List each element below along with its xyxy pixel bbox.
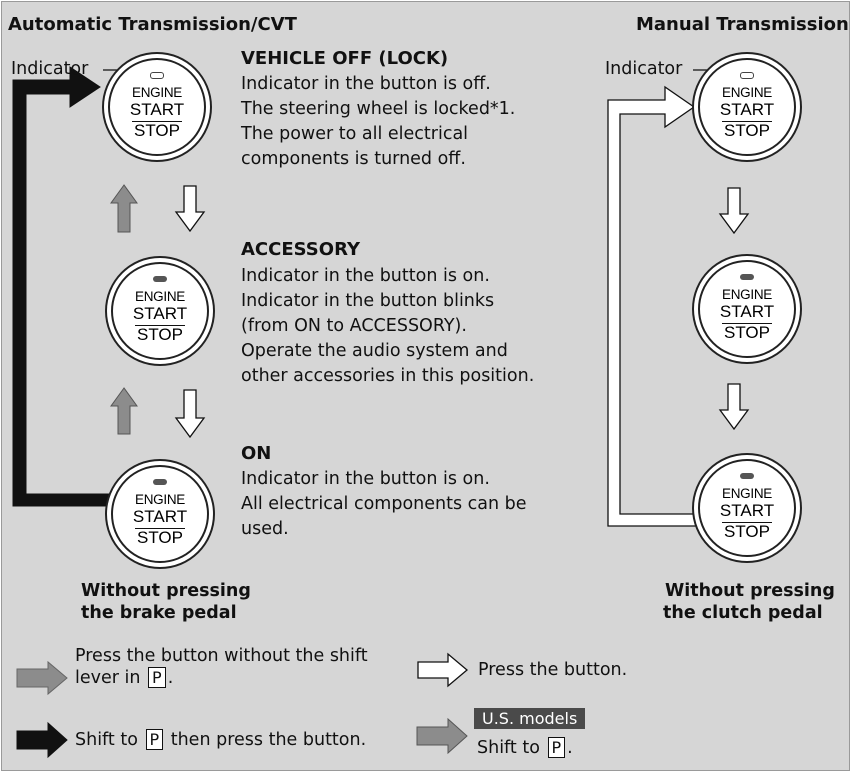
legend-white: Press the button. <box>478 660 628 680</box>
indicator-off-icon <box>740 72 754 79</box>
button-label-engine: ENGINE <box>722 486 772 501</box>
caption-clutch-line1: Without pressing <box>665 581 835 601</box>
indicator-on-icon <box>740 274 754 280</box>
park-key-icon: P <box>145 729 164 750</box>
park-key-icon: P <box>148 667 166 688</box>
engine-start-stop-button[interactable]: ENGINE START STOP <box>111 465 209 563</box>
button-rule <box>722 121 772 122</box>
engine-start-stop-button[interactable]: ENGINE START STOP <box>111 262 209 360</box>
button-rule <box>722 522 772 523</box>
button-label-start: START <box>719 302 775 321</box>
state-title-accessory: ACCESSORY <box>241 239 360 260</box>
state-title-on: ON <box>241 443 272 464</box>
button-label-start: START <box>132 507 188 526</box>
white-down-arrow-icon <box>718 187 750 235</box>
state-description-line: The steering wheel is locked*1. <box>241 99 516 119</box>
state-description-line: other accessories in this position. <box>241 366 535 386</box>
state-description-line: Indicator in the button is on. <box>241 266 490 286</box>
state-description-line: (from ON to ACCESSORY). <box>241 316 467 336</box>
gray-up-arrow-icon <box>110 184 138 233</box>
button-rule <box>722 323 772 324</box>
black-arrow-icon <box>16 721 68 759</box>
legend-gray-line2: lever in P. <box>75 667 173 689</box>
gray-up-arrow-icon <box>110 387 138 435</box>
button-label-start: START <box>719 501 775 520</box>
white-arrow-icon <box>417 652 469 688</box>
white-down-arrow-icon <box>718 383 750 431</box>
engine-start-stop-button[interactable]: ENGINE START STOP <box>698 260 796 358</box>
indicator-off-icon <box>150 72 164 79</box>
state-description-line: Indicator in the button is on. <box>241 469 490 489</box>
legend-black: Shift to P then press the button. <box>75 729 366 751</box>
caption-clutch-line2: the clutch pedal <box>663 603 823 623</box>
indicator-on-icon <box>153 479 167 485</box>
gray-arrow-icon <box>416 717 468 755</box>
button-label-stop: STOP <box>724 121 770 140</box>
state-description-line: The power to all electrical <box>241 124 469 144</box>
button-label-stop: STOP <box>724 323 770 342</box>
indicator-label: Indicator <box>605 59 683 79</box>
indicator-label: Indicator <box>11 59 89 79</box>
button-label-stop: STOP <box>134 121 180 140</box>
state-description-line: Operate the audio system and <box>241 341 508 361</box>
gray-arrow-icon <box>16 660 68 696</box>
legend-text: . <box>567 738 573 758</box>
state-description-line: Indicator in the button blinks <box>241 291 495 311</box>
legend-gray-line1: Press the button without the shift <box>75 646 368 666</box>
state-description-line: Indicator in the button is off. <box>241 74 491 94</box>
legend-text: then press the button. <box>170 730 367 750</box>
engine-start-stop-button[interactable]: ENGINE START STOP <box>698 459 796 557</box>
indicator-on-icon <box>153 276 167 282</box>
button-label-engine: ENGINE <box>722 85 772 100</box>
caption-brake-line2: the brake pedal <box>81 603 237 623</box>
us-models-badge: U.S. models <box>474 708 586 729</box>
button-label-engine: ENGINE <box>135 289 185 304</box>
button-label-stop: STOP <box>137 528 183 547</box>
white-down-arrow-icon <box>174 185 206 233</box>
state-description-line: All electrical components can be <box>241 494 527 514</box>
engine-start-stop-button[interactable]: ENGINE START STOP <box>108 58 206 156</box>
engine-start-stop-button[interactable]: ENGINE START STOP <box>698 58 796 156</box>
legend-text: Shift to <box>477 738 540 758</box>
header-manual: Manual Transmission <box>636 14 849 35</box>
button-label-stop: STOP <box>137 325 183 344</box>
legend-text: lever in <box>75 668 141 688</box>
button-label-start: START <box>132 304 188 323</box>
button-rule <box>135 325 185 326</box>
legend-us: Shift to P. <box>477 737 573 759</box>
state-description-line: used. <box>241 519 289 539</box>
park-key-icon: P <box>547 737 566 758</box>
white-loop-arrow-icon <box>607 85 697 527</box>
button-label-stop: STOP <box>724 522 770 541</box>
white-down-arrow-icon <box>174 389 206 439</box>
button-label-engine: ENGINE <box>722 287 772 302</box>
button-label-start: START <box>719 100 775 119</box>
button-label-engine: ENGINE <box>135 492 185 507</box>
black-loop-arrow-icon <box>12 66 111 507</box>
legend-text: Shift to <box>75 730 138 750</box>
header-automatic: Automatic Transmission/CVT <box>8 14 297 35</box>
button-rule <box>135 528 185 529</box>
button-rule <box>132 121 182 122</box>
state-title-vehicle-off: VEHICLE OFF (LOCK) <box>241 48 449 69</box>
button-label-engine: ENGINE <box>132 85 182 100</box>
legend-text: . <box>167 668 174 688</box>
button-label-start: START <box>129 100 185 119</box>
state-description-line: components is turned off. <box>241 149 466 169</box>
caption-brake-line1: Without pressing <box>81 581 251 601</box>
indicator-on-icon <box>740 473 754 479</box>
